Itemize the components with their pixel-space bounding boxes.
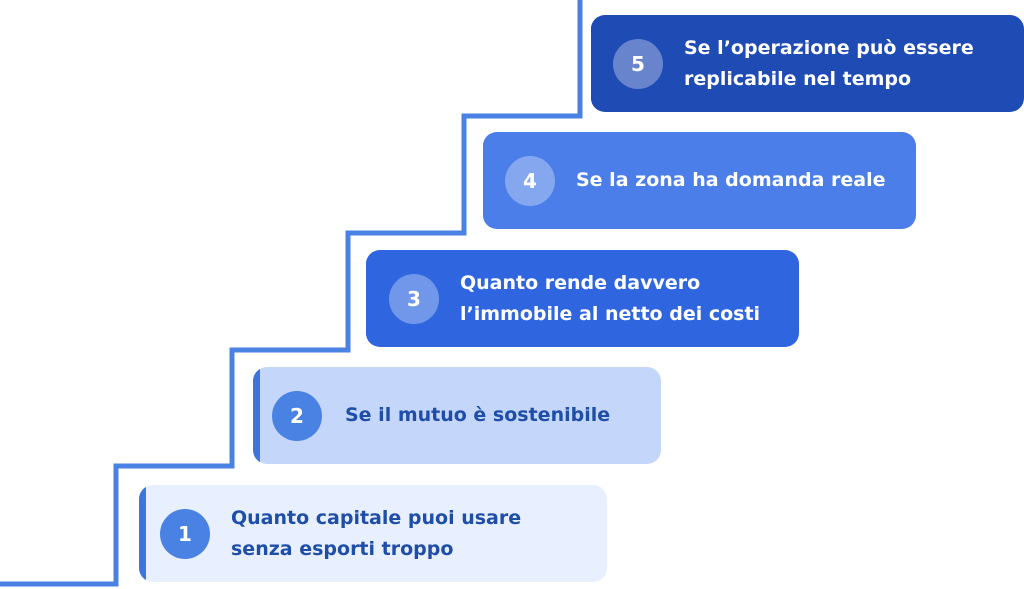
step-accent-bar [253,367,260,464]
step-label-line-1: Se il mutuo è sostenibile [345,404,611,426]
step-label: Se l’operazione può essere replicabile n… [684,33,974,95]
step-accent-bar [139,485,146,582]
step-label-line-1: Quanto rende davvero [460,272,701,294]
step-label-line-2: replicabile nel tempo [684,68,912,90]
step-number-badge: 2 [272,391,322,441]
step-number-badge: 3 [389,274,439,324]
step-card-1: 1 Quanto capitale puoi usare senza espor… [139,485,607,582]
step-label-line-2: senza esporti troppo [231,538,454,560]
step-label-line-1: Quanto capitale puoi usare [231,507,522,529]
step-label: Se la zona ha domanda reale [576,165,885,196]
step-card-3: 3 Quanto rende davvero l’immobile al net… [366,250,799,347]
step-number-badge: 5 [613,39,663,89]
step-label-line-2: l’immobile al netto dei costi [460,303,761,325]
step-label: Se il mutuo è sostenibile [345,400,610,431]
step-label: Quanto capitale puoi usare senza esporti… [231,503,521,565]
step-accent-bar [366,250,373,347]
step-number-badge: 4 [505,156,555,206]
step-accent-bar [591,15,598,112]
step-accent-bar [483,132,490,229]
step-label-line-1: Se la zona ha domanda reale [576,169,886,191]
step-card-2: 2 Se il mutuo è sostenibile [253,367,661,464]
step-card-5: 5 Se l’operazione può essere replicabile… [591,15,1024,112]
step-card-4: 4 Se la zona ha domanda reale [483,132,916,229]
step-label: Quanto rende davvero l’immobile al netto… [460,268,760,330]
step-label-line-1: Se l’operazione può essere [684,37,974,59]
step-number-badge: 1 [160,509,210,559]
